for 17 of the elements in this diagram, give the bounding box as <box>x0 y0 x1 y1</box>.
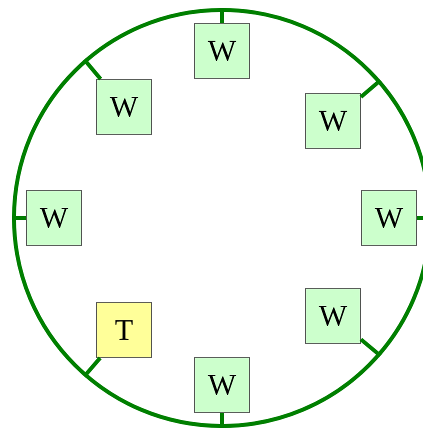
connector-line <box>416 216 423 220</box>
station-box: W <box>26 190 82 246</box>
connector-line <box>220 412 224 428</box>
ring <box>12 8 423 428</box>
connector-line <box>82 58 102 80</box>
connector-line <box>360 338 382 358</box>
station-box: W <box>194 23 250 79</box>
connector-line <box>220 8 224 24</box>
station-box: W <box>305 93 361 149</box>
station-box: W <box>305 288 361 344</box>
connector-line <box>82 356 102 378</box>
station-box: W <box>96 79 152 135</box>
station-box: W <box>194 357 250 413</box>
connector-line <box>12 216 26 220</box>
station-box: T <box>96 302 152 358</box>
station-box: W <box>361 190 417 246</box>
connector-line <box>360 78 382 99</box>
